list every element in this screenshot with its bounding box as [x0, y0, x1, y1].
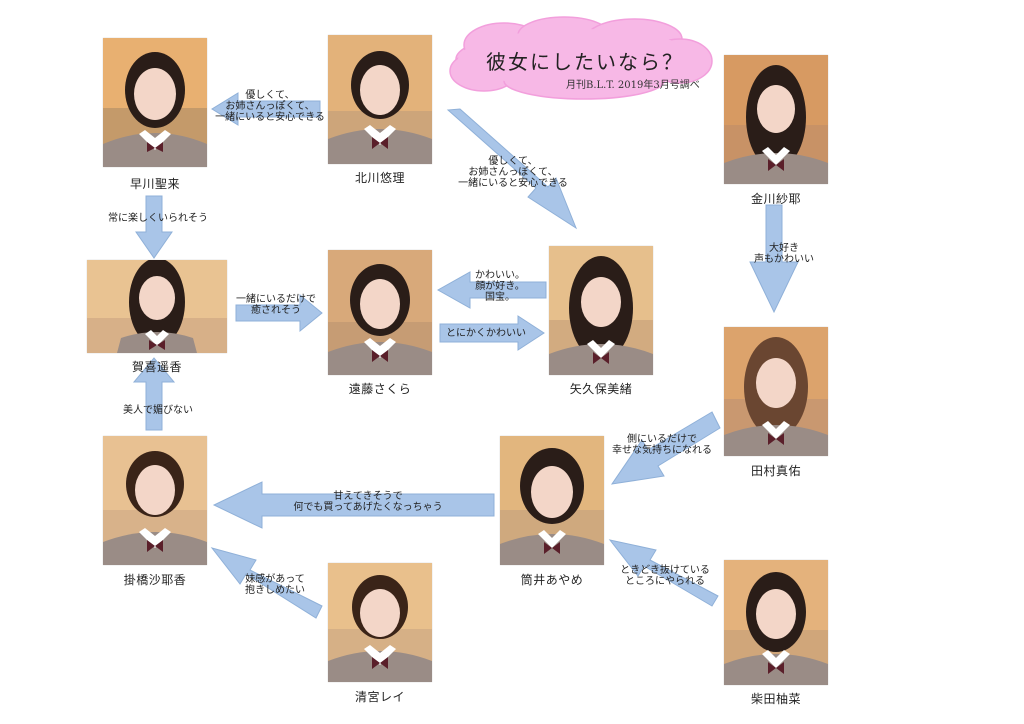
name-yakubo: 矢久保美緒	[569, 382, 633, 396]
relation-line: お姉さんっぽくて、	[225, 101, 315, 112]
photo-kakehashi	[103, 436, 207, 565]
relation-line: 美人で媚びない	[123, 405, 193, 416]
photo-kitagawa	[328, 35, 432, 164]
title-cloud	[449, 16, 713, 100]
relation-label-kakehashi-kaki: 美人で媚びない	[108, 405, 208, 416]
chart-title: 彼女にしたいなら？	[486, 50, 684, 74]
relation-line: 声もかわいい	[754, 254, 814, 265]
photo-yakubo	[549, 246, 653, 375]
arrow-kanagawa-to-tamura	[749, 204, 799, 314]
arrow-tamura-to-tsutsui	[610, 411, 721, 485]
relation-label-shibata-tsutsui: ときどき抜けている ところにやられる	[610, 565, 720, 587]
relation-line: ところにやられる	[625, 576, 705, 587]
relation-line: 優しくて、	[488, 156, 538, 167]
chart-subtitle: 月刊B.L.T. 2019年3月号調べ	[566, 80, 700, 91]
name-shibata: 柴田柚菜	[750, 692, 801, 706]
relation-line: 妹感があって	[245, 574, 305, 585]
arrow-shibata-to-tsutsui	[608, 539, 719, 607]
relation-line: とにかくかわいい	[446, 328, 526, 339]
photo-kanagawa	[724, 55, 828, 184]
arrow-kakehashi-to-kaki	[132, 357, 176, 431]
relation-line: 何でも買ってあげたくなっちゃう	[293, 502, 443, 513]
name-endo: 遠藤さくら	[348, 382, 412, 396]
photo-seimiya	[328, 563, 432, 682]
relation-label-seimiya-kakehashi: 妹感があって 抱きしめたい	[230, 574, 320, 596]
relation-label-endo-yakubo: とにかくかわいい	[436, 328, 536, 339]
relation-line: かわいい。	[475, 270, 525, 281]
photo-kaki	[87, 260, 227, 353]
arrow-seimiya-to-kakehashi	[210, 547, 323, 619]
photo-tamura	[724, 327, 828, 456]
arrow-kaki-to-endo	[235, 293, 323, 333]
arrow-hayakawa-to-kaki	[135, 195, 173, 259]
relation-line: 幸せな気持ちになれる	[612, 445, 712, 456]
photo-endo	[328, 250, 432, 375]
relation-line: 一緒にいると安心できる	[458, 178, 568, 189]
relation-label-tsutsui-kakehashi: 甘えてきそうで 何でも買ってあげたくなっちゃう	[278, 491, 458, 513]
name-kakehashi: 掛橋沙耶香	[123, 573, 187, 587]
name-seimiya: 清宮レイ	[354, 690, 405, 704]
name-tsutsui: 筒井あやめ	[520, 573, 584, 587]
relation-label-kitagawa-yakubo: 優しくて、 お姉さんっぽくて、 一緒にいると安心できる	[448, 156, 578, 189]
name-kitagawa: 北川悠理	[354, 171, 405, 185]
relation-line: 癒されそう	[251, 305, 301, 316]
relation-line: 常に楽しくいられそう	[108, 213, 208, 224]
arrow-tsutsui-to-kakehashi	[212, 481, 495, 529]
relation-label-hayakawa-kaki: 常に楽しくいられそう	[98, 213, 218, 224]
relation-line: 優しくて、	[245, 90, 295, 101]
relation-label-kanagawa-tamura: 大好き 声もかわいい	[744, 243, 824, 265]
relation-label-yakubo-endo: かわいい。 顔が好き。 国宝。	[460, 270, 540, 303]
relation-line: ときどき抜けている	[620, 565, 710, 576]
relation-line: 一緒にいると安心できる	[215, 112, 325, 123]
relation-line: 一緒にいるだけで	[236, 294, 316, 305]
name-tamura: 田村真佑	[750, 464, 801, 478]
name-hayakawa: 早川聖来	[129, 177, 180, 191]
photo-tsutsui	[500, 436, 604, 565]
relation-label-kitagawa-hayakawa: 優しくて、 お姉さんっぽくて、 一緒にいると安心できる	[205, 90, 335, 123]
arrow-kitagawa-to-hayakawa	[211, 92, 321, 126]
relation-line: 甘えてきそうで	[333, 491, 403, 502]
photo-shibata	[724, 560, 828, 685]
relation-line: 国宝。	[485, 292, 515, 303]
name-kanagawa: 金川紗耶	[750, 192, 801, 206]
name-kaki: 賀喜遥香	[131, 360, 182, 374]
arrow-endo-to-yakubo	[439, 315, 545, 351]
photo-hayakawa	[103, 38, 207, 167]
relation-line: 大好き	[769, 243, 799, 254]
relation-line: 抱きしめたい	[245, 585, 305, 596]
relation-line: 側にいるだけで	[627, 434, 697, 445]
relation-line: お姉さんっぽくて、	[468, 167, 558, 178]
arrow-yakubo-to-endo	[436, 271, 547, 309]
relation-label-tamura-tsutsui: 側にいるだけで 幸せな気持ちになれる	[602, 434, 722, 456]
relation-label-kaki-endo: 一緒にいるだけで 癒されそう	[226, 294, 326, 316]
relation-line: 顔が好き。	[475, 281, 525, 292]
arrow-kitagawa-to-yakubo	[446, 108, 578, 230]
